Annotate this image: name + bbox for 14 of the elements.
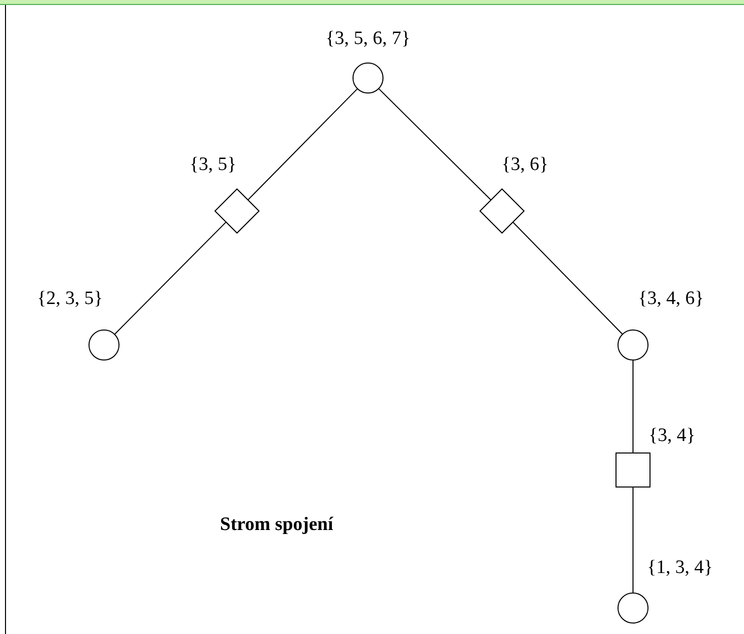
- set-label: {3, 4}: [648, 426, 696, 444]
- connector-line: [632, 486, 634, 594]
- connector-line: [114, 222, 227, 335]
- connector-line: [512, 222, 624, 335]
- diagram-title: Strom spojení: [220, 515, 334, 534]
- connector-line: [632, 360, 634, 454]
- set-label: {3, 4, 6}: [638, 288, 704, 308]
- set-label: {3, 5}: [190, 154, 236, 174]
- set-label: {3, 6}: [502, 154, 548, 174]
- connector-line: [247, 88, 358, 200]
- set-label: {2, 3, 5}: [37, 288, 103, 308]
- set-label: {3, 5, 6, 7}: [326, 28, 410, 48]
- connector-line: [378, 88, 492, 201]
- set-label: {1, 3, 4}: [647, 558, 713, 576]
